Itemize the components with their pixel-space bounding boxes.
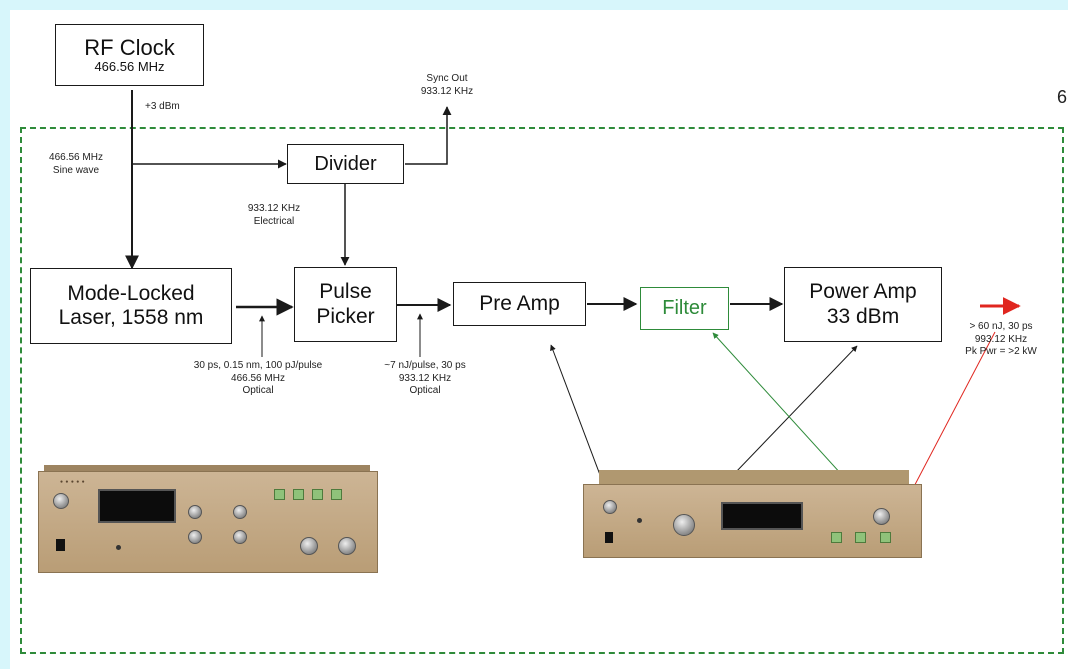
laser-knob-1-icon xyxy=(188,505,202,519)
laser-panel-engraving: ● ● ● ● ● xyxy=(60,479,85,485)
power-amp-line2: 33 dBm xyxy=(827,305,899,329)
amplifier-knob-2-icon xyxy=(873,508,890,525)
sync-out-label: Sync Out 933.12 KHz xyxy=(402,73,492,98)
final-output-label: > 60 nJ, 30 ps 993.12 KHz Pk Pwr = >2 kW xyxy=(950,321,1052,359)
laser-knob-6-icon xyxy=(338,537,356,555)
laser-line1: Mode-Locked xyxy=(67,282,194,306)
laser-button-1-icon xyxy=(274,489,285,500)
divider-output-label: 933.12 KHz Electrical xyxy=(232,203,316,228)
laser-button-4-icon xyxy=(331,489,342,500)
laser-instrument-panel xyxy=(38,471,378,573)
divider-title: Divider xyxy=(314,153,376,176)
filter-block: Filter xyxy=(640,287,729,330)
amplifier-indicator-icon xyxy=(637,518,642,523)
amplifier-key-switch-icon xyxy=(603,500,617,514)
divider-to-sync-out-line xyxy=(405,107,447,164)
pulse-picker-line2: Picker xyxy=(316,305,374,329)
sine-wave-label: 466.56 MHz Sine wave xyxy=(34,152,118,177)
laser-knob-5-icon xyxy=(300,537,318,555)
picker-output-label: ~7 nJ/pulse, 30 ps 933.12 KHz Optical xyxy=(370,360,480,398)
amplifier-display-icon xyxy=(721,502,803,530)
laser-line2: Laser, 1558 nm xyxy=(59,306,204,330)
divider-block: Divider xyxy=(287,144,404,184)
laser-display-icon xyxy=(98,489,176,523)
laser-knob-2-icon xyxy=(188,530,202,544)
laser-key-switch-icon xyxy=(53,493,69,509)
amplifier-button-2-icon xyxy=(855,532,866,543)
power-amp-line1: Power Amp xyxy=(809,280,916,304)
pre-amp-block: Pre Amp xyxy=(453,282,586,326)
laser-output-label: 30 ps, 0.15 nm, 100 pJ/pulse 466.56 MHz … xyxy=(158,360,358,398)
rf-clock-frequency: 466.56 MHz xyxy=(94,60,164,75)
laser-knob-4-icon xyxy=(233,530,247,544)
laser-button-2-icon xyxy=(293,489,304,500)
laser-instrument-image: ● ● ● ● ● xyxy=(38,465,378,573)
laser-power-switch-icon xyxy=(56,539,65,551)
laser-knob-3-icon xyxy=(233,505,247,519)
amplifier-main-knob-icon xyxy=(673,514,695,536)
pulse-picker-block: Pulse Picker xyxy=(294,267,397,342)
amplifier-instrument-top xyxy=(599,470,909,484)
amplifier-button-3-icon xyxy=(880,532,891,543)
power-amp-block: Power Amp 33 dBm xyxy=(784,267,942,342)
rf-level-label: +3 dBm xyxy=(145,101,180,114)
filter-title: Filter xyxy=(662,297,706,320)
laser-indicator-icon xyxy=(116,545,121,550)
amplifier-instrument-image xyxy=(583,470,922,558)
pulse-picker-line1: Pulse xyxy=(319,280,372,304)
laser-button-3-icon xyxy=(312,489,323,500)
rf-clock-block: RF Clock 466.56 MHz xyxy=(55,24,204,86)
amplifier-button-1-icon xyxy=(831,532,842,543)
rf-clock-title: RF Clock xyxy=(84,35,174,60)
pre-amp-title: Pre Amp xyxy=(479,292,560,316)
amplifier-power-switch-icon xyxy=(605,532,613,543)
laser-block: Mode-Locked Laser, 1558 nm xyxy=(30,268,232,344)
